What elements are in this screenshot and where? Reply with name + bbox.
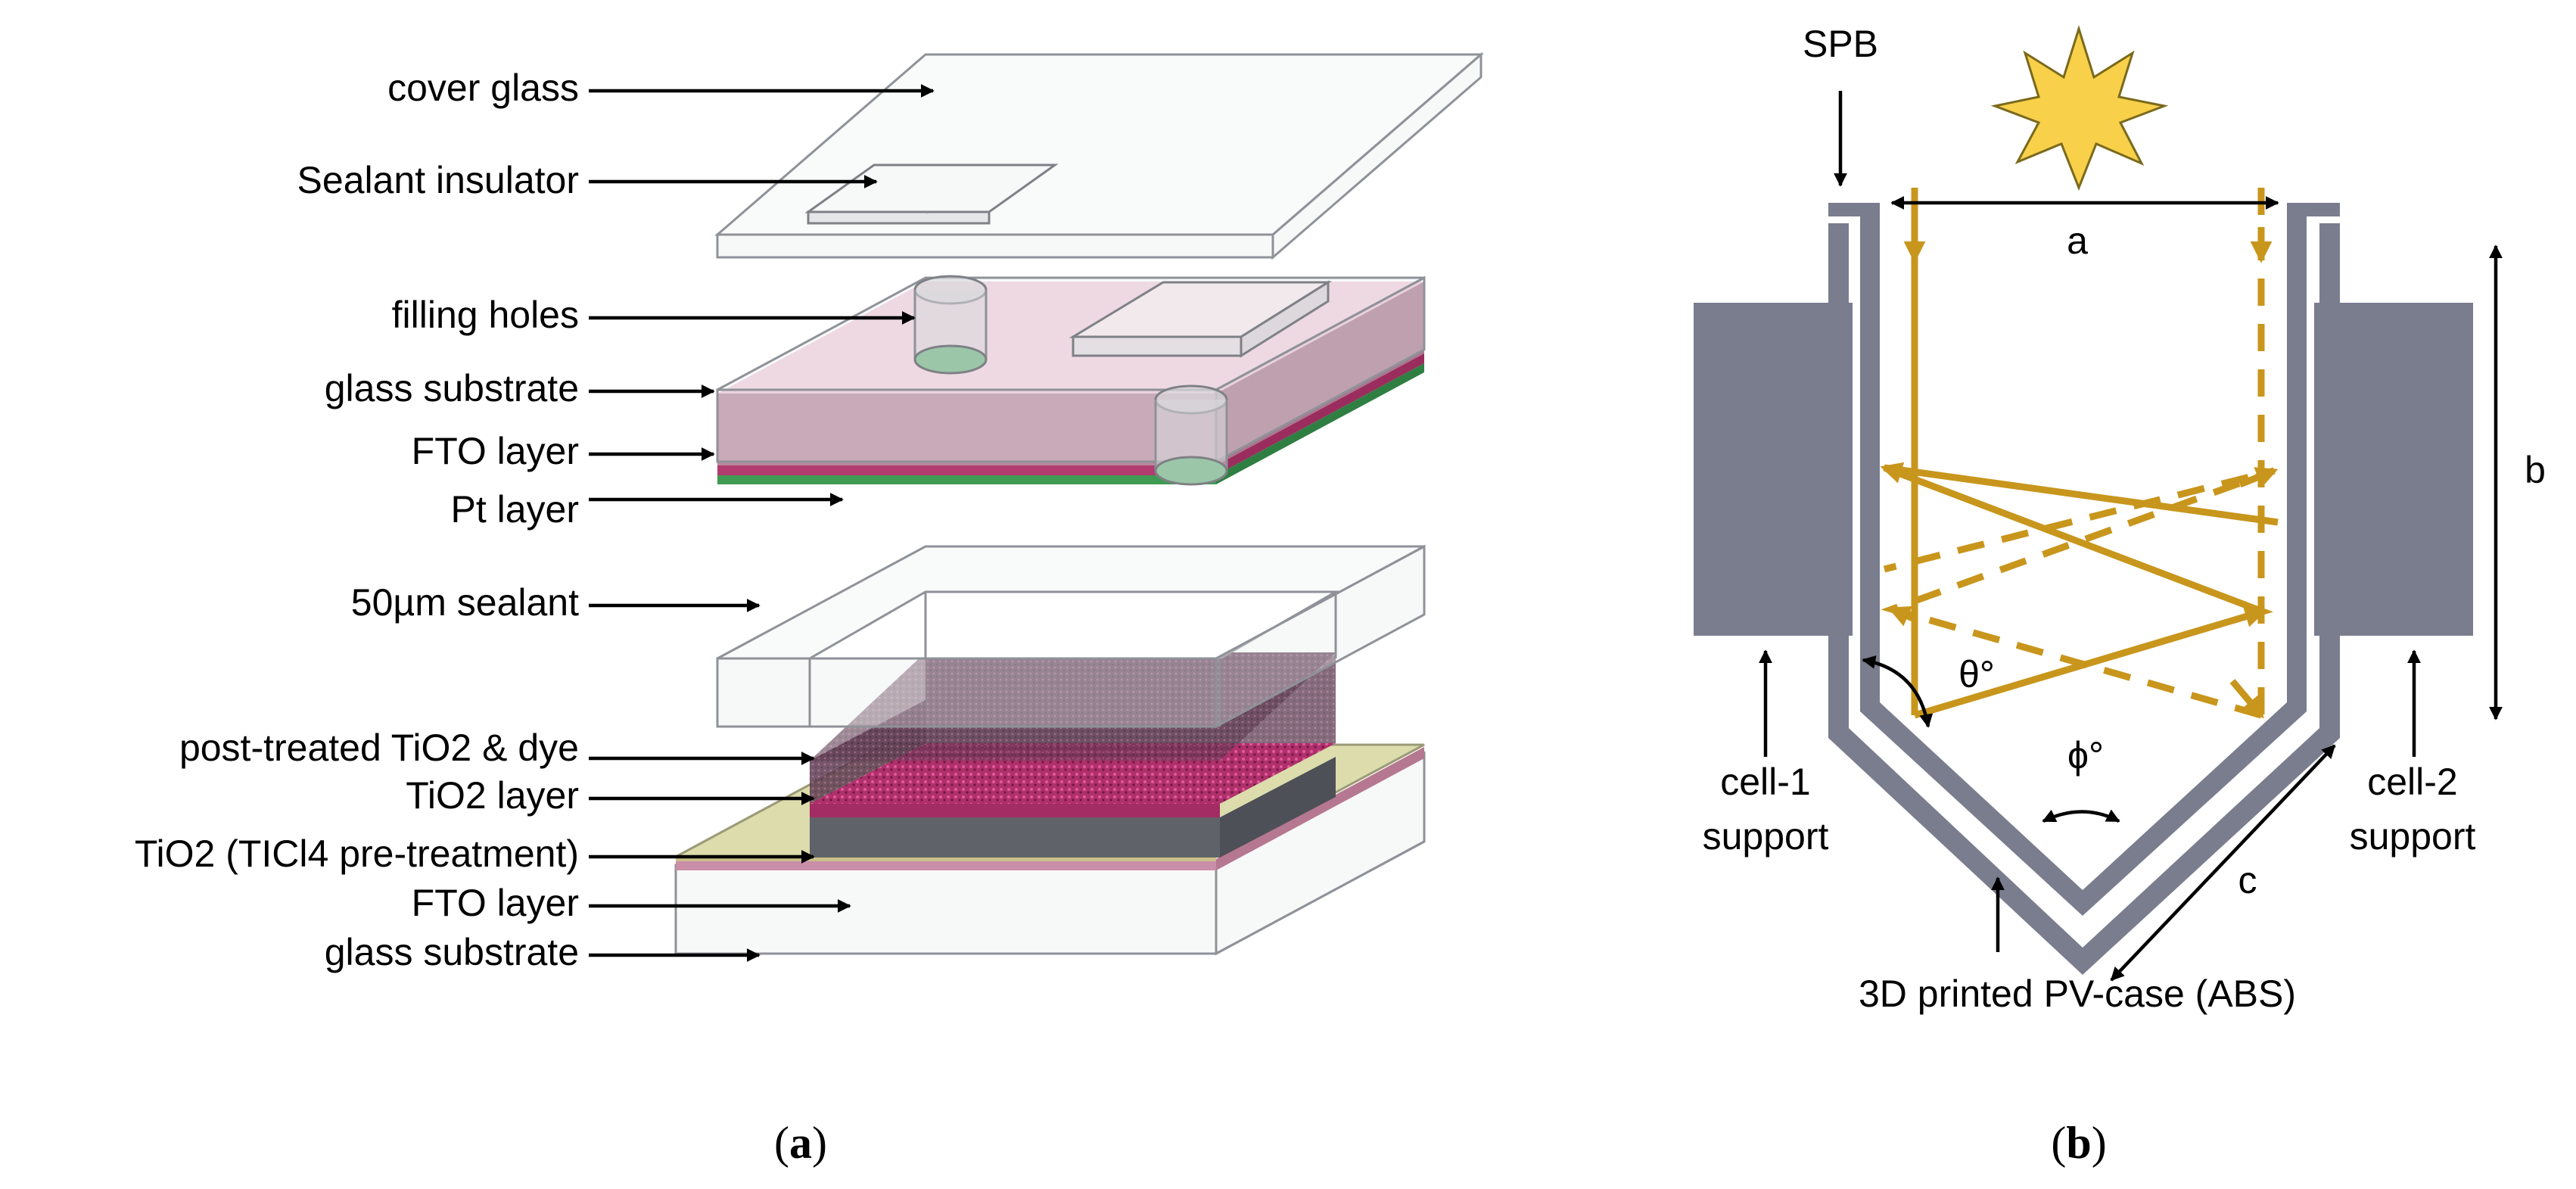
cell-2-support-block (2314, 303, 2473, 636)
label-pt-layer: Pt layer (450, 488, 579, 531)
pt-layer (717, 475, 1216, 484)
caption-a: (a) (774, 1118, 827, 1168)
dimension-c-label: c (2238, 859, 2257, 901)
case-label: 3D printed PV-case (ABS) (1859, 973, 2296, 1015)
label-filling-holes: filling holes (392, 294, 579, 336)
label-glass-substrate-top: glass substrate (325, 367, 579, 409)
label-tio2-layer: TiO2 layer (406, 774, 579, 817)
cell-1-support-block (1694, 303, 1853, 636)
filling-hole-2 (1154, 384, 1228, 486)
dimension-b-label: b (2525, 449, 2546, 491)
theta-label: θ° (1958, 653, 1995, 696)
label-sealant-50um: 50µm sealant (351, 581, 579, 624)
panel-b-v-trough: a b c SPB θ° ϕ° cell-1 support cell-2 su… (1694, 23, 2546, 1168)
label-tio2-ticl4: TiO2 (TICl4 pre-treatment) (135, 833, 579, 875)
sealant-50um-frame (716, 544, 1426, 729)
bottom-glass-substrate-block (674, 751, 1426, 956)
spb-left (1828, 203, 1880, 216)
label-fto-layer-top: FTO layer (412, 430, 579, 472)
light-rays (1880, 188, 2279, 719)
label-post-treated-tio2: post-treated TiO2 & dye (179, 727, 579, 769)
sealant-insulator-right (1069, 280, 1333, 358)
cell-2-label-line2: support (2350, 815, 2476, 858)
cell-1-label-line2: support (1703, 815, 1829, 858)
cover-glass-block (714, 51, 1485, 260)
theta-angle-arc (1862, 655, 1934, 728)
label-fto-layer-bottom: FTO layer (412, 882, 579, 924)
dimension-c-arrow (2110, 744, 2336, 982)
phi-label: ϕ° (2067, 734, 2104, 777)
cell-2-label-line1: cell-2 (2367, 761, 2457, 803)
sun-icon (1990, 24, 2169, 191)
phi-angle-arc (2042, 809, 2120, 823)
cell-1-label-line1: cell-1 (1720, 761, 1810, 803)
spb-label: SPB (1803, 23, 1878, 65)
label-sealant-insulator: Sealant insulator (297, 159, 579, 201)
panel-a-exploded-cell: cover glass Sealant insulator filling ho… (135, 51, 1485, 1168)
label-cover-glass: cover glass (387, 67, 579, 109)
filling-hole-1 (913, 275, 988, 375)
panel-a-labels: cover glass Sealant insulator filling ho… (135, 67, 935, 973)
label-glass-substrate-bottom: glass substrate (325, 931, 579, 973)
caption-b: (b) (2051, 1118, 2106, 1168)
dimension-a-label: a (2067, 219, 2088, 262)
spb-right (2287, 203, 2340, 216)
